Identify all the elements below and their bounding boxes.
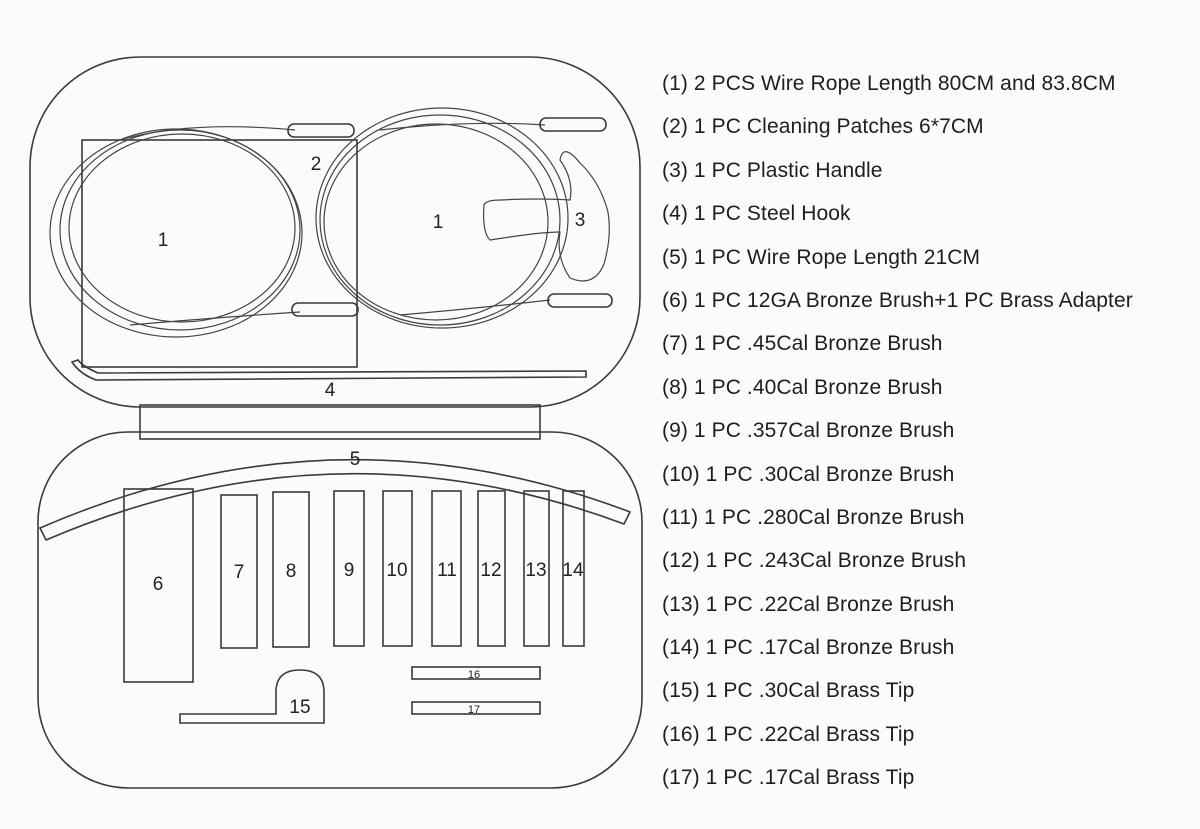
- cleaning-patches-outline: [81, 139, 358, 368]
- label-tip-30cal: 15: [289, 697, 310, 718]
- short-wire-rope-outline: [38, 458, 632, 542]
- label-brush-12ga: 6: [153, 574, 164, 595]
- brush-slot-17cal: [562, 490, 585, 647]
- legend-item: (6) 1 PC 12GA Bronze Brush+1 PC Brass Ad…: [662, 288, 1133, 312]
- legend-item: (1) 2 PCS Wire Rope Length 80CM and 83.8…: [662, 72, 1116, 95]
- brush-slot-40cal: [272, 491, 310, 648]
- label-brush-22cal: 13: [525, 560, 546, 581]
- brass-tip-22cal-slot: [411, 666, 541, 680]
- legend-item: (7) 1 PC .45Cal Bronze Brush: [662, 332, 943, 356]
- label-steel-hook: 4: [325, 380, 336, 401]
- label-brush-45cal: 7: [234, 562, 245, 583]
- legend-item: (13) 1 PC .22Cal Bronze Brush: [662, 592, 955, 616]
- label-tip-17cal: 17: [468, 704, 480, 716]
- brush-slot-22cal: [523, 490, 550, 647]
- label-brush-280cal: 11: [437, 560, 457, 581]
- legend-item: (2) 1 PC Cleaning Patches 6*7CM: [662, 115, 984, 139]
- label-brush-243cal: 12: [480, 560, 501, 581]
- wire-rope-coil-left: [49, 123, 359, 338]
- legend-item: (5) 1 PC Wire Rope Length 21CM: [662, 245, 981, 269]
- label-wire-rope-left: 1: [158, 230, 169, 251]
- wire-rope-coil-right: [315, 107, 613, 329]
- legend-item: (11) 1 PC .280Cal Bronze Brush: [662, 505, 965, 529]
- brush-slot-243cal: [477, 490, 506, 647]
- brass-tip-17cal-slot: [411, 701, 541, 715]
- brush-slot-280cal: [431, 490, 462, 647]
- legend-item: (4) 1 PC Steel Hook: [662, 202, 851, 226]
- legend-item: (16) 1 PC .22Cal Brass Tip: [662, 722, 915, 746]
- legend-item: (15) 1 PC .30Cal Brass Tip: [662, 679, 915, 703]
- label-brush-40cal: 8: [286, 561, 297, 582]
- parts-legend: (1) 2 PCS Wire Rope Length 80CM and 83.8…: [662, 62, 1200, 800]
- case-hinge: [139, 404, 541, 440]
- label-tip-22cal: 16: [468, 669, 480, 681]
- brass-tip-30cal-slot: [179, 669, 325, 724]
- legend-item: (9) 1 PC .357Cal Bronze Brush: [662, 419, 955, 443]
- label-brush-30cal: 10: [386, 560, 407, 581]
- steel-hook-outline: [70, 359, 587, 381]
- brush-slot-357cal: [333, 490, 365, 647]
- brush-slot-12ga: [123, 488, 194, 683]
- label-cleaning-patches: 2: [311, 154, 322, 175]
- legend-item: (10) 1 PC .30Cal Bronze Brush: [662, 462, 955, 486]
- case-upper-half: [29, 56, 641, 408]
- case-lower-half: [37, 431, 643, 789]
- label-brush-17cal: 14: [562, 560, 584, 581]
- legend-item: (8) 1 PC .40Cal Bronze Brush: [662, 375, 943, 399]
- plastic-handle-outline: [483, 151, 610, 282]
- label-plastic-handle: 3: [575, 210, 586, 231]
- case-layout-diagram: 1 2 1 3 4 5 6 7 8 9 10 11 12 13 14 15 16…: [29, 56, 643, 789]
- label-brush-357cal: 9: [344, 560, 355, 581]
- brush-slot-30cal: [382, 490, 413, 647]
- label-wire-rope-short: 5: [350, 449, 361, 470]
- brush-slot-45cal: [220, 494, 258, 649]
- legend-item: (12) 1 PC .243Cal Bronze Brush: [662, 549, 967, 573]
- legend-item: (3) 1 PC Plastic Handle: [662, 158, 883, 182]
- legend-item: (14) 1 PC .17Cal Bronze Brush: [662, 636, 955, 660]
- legend-item: (17) 1 PC .17Cal Brass Tip: [662, 766, 915, 790]
- label-wire-rope-right: 1: [433, 212, 444, 233]
